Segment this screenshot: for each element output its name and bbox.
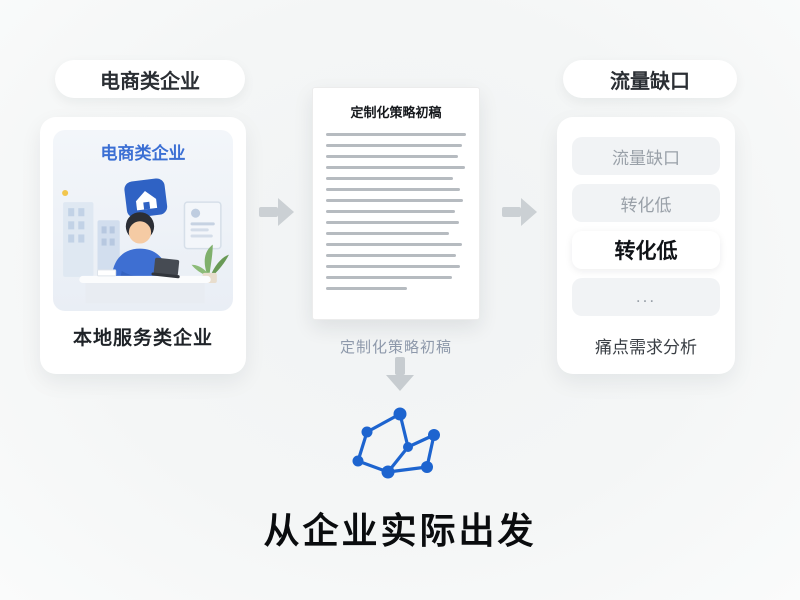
arrow-head: [386, 375, 414, 391]
painpoint-item-ellipsis: ...: [572, 278, 720, 316]
arrow-head: [278, 198, 294, 226]
badge-ecommerce-label: 电商类企业: [100, 70, 200, 93]
arrow-right-icon: [502, 198, 538, 226]
painpoint-item: 转化低: [572, 184, 720, 222]
badge-ecommerce: 电商类企业: [55, 60, 245, 98]
arrow-head: [521, 198, 537, 226]
arrow-stem: [259, 207, 278, 217]
arrow-right-icon: [259, 198, 295, 226]
badge-traffic-gap: 流量缺口: [563, 60, 737, 98]
strategy-document: 定制化策略初稿: [312, 87, 480, 320]
house-badge-icon: [124, 178, 168, 218]
painpoint-item: 流量缺口: [572, 137, 720, 175]
document-caption: 定制化策略初稿: [339, 339, 452, 356]
illustration-panel: 电商类企业: [53, 130, 233, 311]
headline: 从企业实际出发: [263, 510, 537, 551]
badge-traffic-gap-label: 流量缺口: [610, 70, 690, 93]
left-card-caption: 本地服务类企业: [72, 327, 213, 349]
arrow-down-icon: [386, 357, 414, 391]
right-card-caption: 痛点需求分析: [595, 338, 697, 357]
painpoints-card: 流量缺口 转化低 转化低 ... 痛点需求分析: [557, 117, 735, 374]
arrow-stem: [395, 357, 405, 375]
document-text-lines: [326, 133, 466, 290]
network-graph-icon: [352, 407, 440, 479]
document-title: 定制化策略初稿: [350, 105, 442, 120]
illustration-title: 电商类企业: [100, 144, 186, 163]
enterprise-card: 电商类企业: [40, 117, 246, 374]
arrow-stem: [502, 207, 521, 217]
workspace-illustration: [62, 178, 229, 304]
painpoint-item-emphasized: 转化低: [572, 231, 720, 269]
